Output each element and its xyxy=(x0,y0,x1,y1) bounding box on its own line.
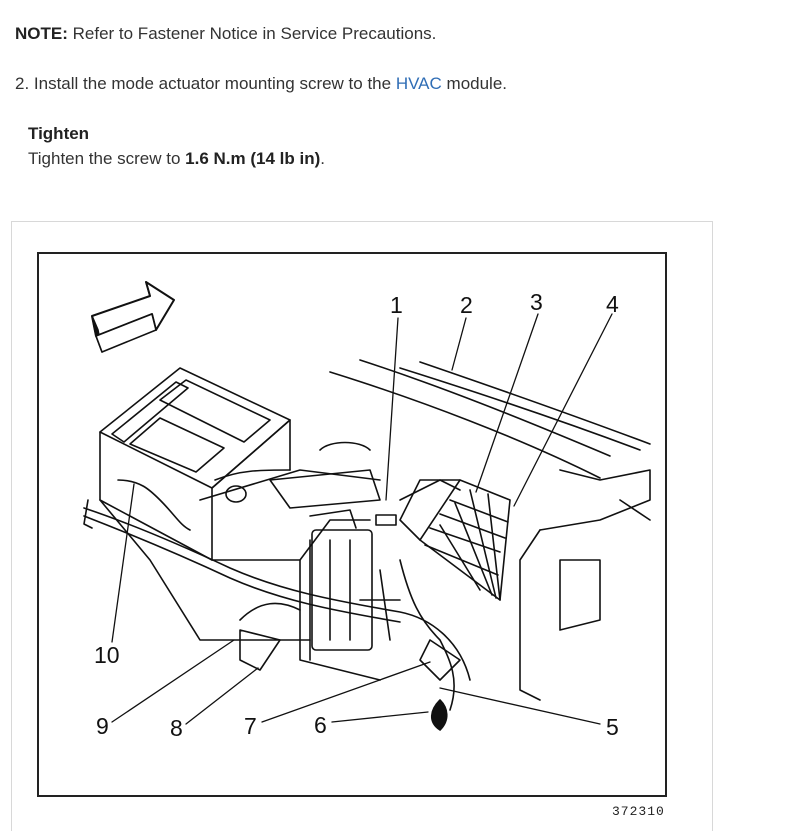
callout-10: 10 xyxy=(94,642,120,668)
tighten-instruction: Tighten the screw to 1.6 N.m (14 lb in). xyxy=(28,149,325,169)
callout-6: 6 xyxy=(314,712,327,738)
callout-7: 7 xyxy=(244,713,257,739)
callout-9: 9 xyxy=(96,713,109,739)
hvac-case xyxy=(99,367,381,681)
tighten-suffix: . xyxy=(320,149,325,168)
callout-2: 2 xyxy=(460,292,473,318)
torque-value: 1.6 N.m (14 lb in) xyxy=(185,149,321,168)
tighten-heading: Tighten xyxy=(28,124,90,143)
hvac-link[interactable]: HVAC xyxy=(395,74,442,93)
step-prefix: 2. Install the mode actuator mounting sc… xyxy=(15,74,396,93)
callout-5: 5 xyxy=(606,714,619,740)
note-label: NOTE: xyxy=(15,24,68,43)
figure-id: 372310 xyxy=(612,804,665,819)
tighten-prefix: Tighten the screw to xyxy=(28,149,186,168)
step-suffix: module. xyxy=(441,74,508,93)
callout-1: 1 xyxy=(390,292,403,318)
direction-arrow-icon xyxy=(91,281,175,353)
filter-grid xyxy=(399,479,511,601)
note-text: Refer to Fastener Notice in Service Prec… xyxy=(67,24,437,43)
dash-outline xyxy=(329,359,651,701)
step-2-instruction: 2. Install the mode actuator mounting sc… xyxy=(15,74,507,94)
figure-frame xyxy=(37,252,667,797)
note-paragraph: NOTE: Refer to Fastener Notice in Servic… xyxy=(15,24,436,44)
callout-8: 8 xyxy=(170,715,183,741)
callout-4: 4 xyxy=(606,291,619,317)
leader-lines xyxy=(111,313,613,725)
wire-harness xyxy=(83,479,471,731)
callout-3: 3 xyxy=(530,289,543,315)
